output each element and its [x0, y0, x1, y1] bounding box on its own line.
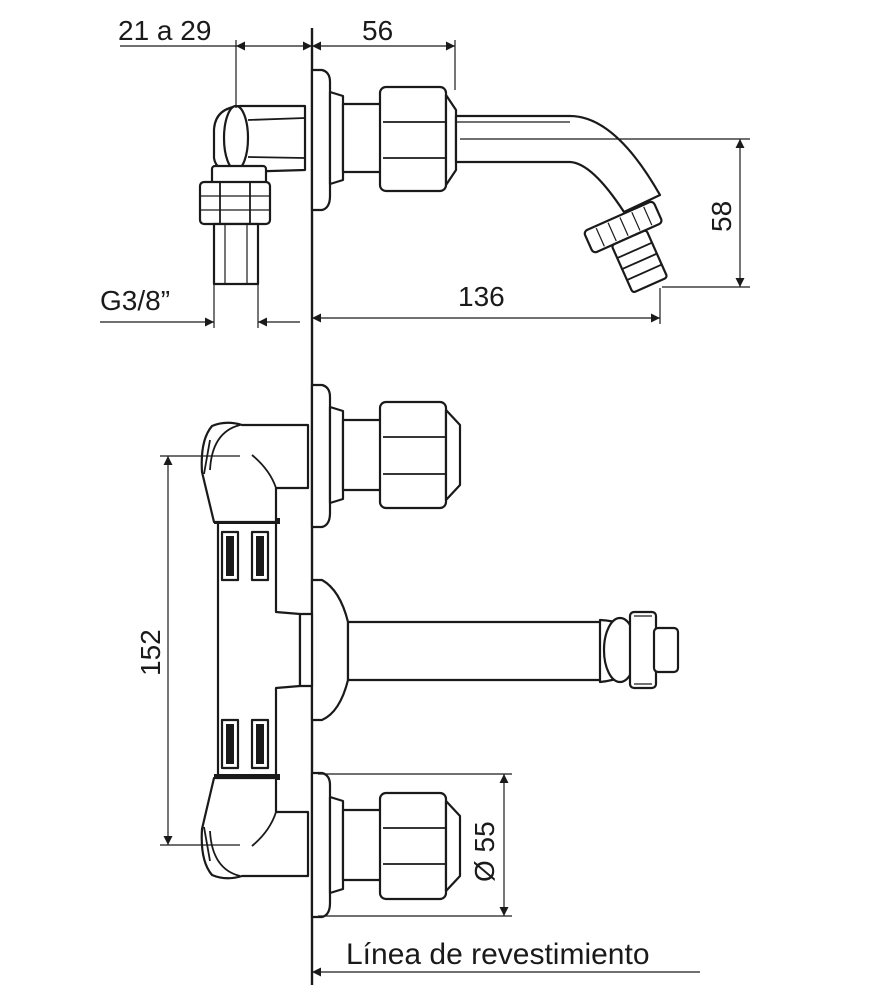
dim-handle-diameter: Ø 55 [469, 821, 500, 882]
dimension-lines [100, 40, 750, 977]
dim-wall-offset: 21 a 29 [118, 15, 211, 46]
dim-center-distance: 152 [135, 629, 166, 676]
dim-spout-reach: 136 [458, 281, 505, 312]
side-view [198, 68, 668, 293]
finish-line-label: Línea de revestimiento [346, 938, 650, 971]
dim-handle-depth: 56 [362, 15, 393, 46]
dim-thread: G3/8” [100, 285, 170, 316]
front-view [200, 383, 680, 919]
dim-spout-drop: 58 [706, 201, 737, 232]
